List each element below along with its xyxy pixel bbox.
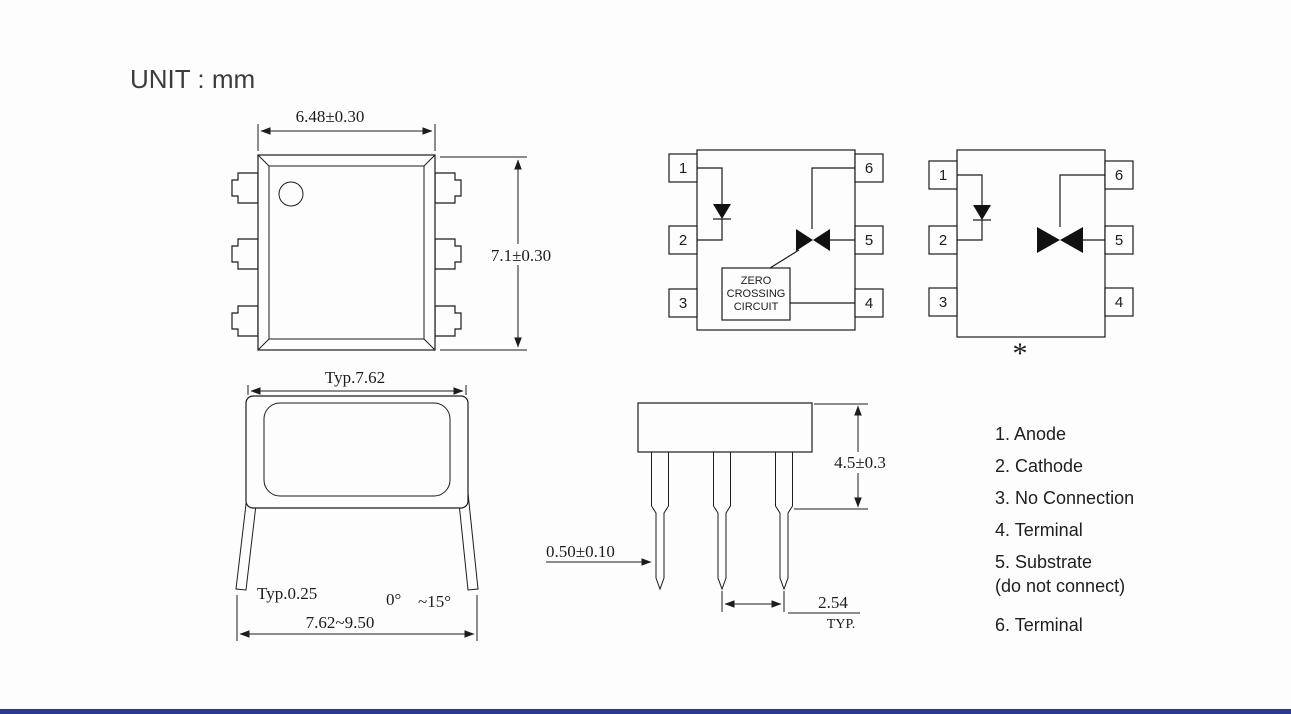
- circuit-diagram-zero-crossing: 1 2 3 6 5 4 ZERO CROSSING CIRCUIT: [668, 149, 884, 331]
- pin-lead: [231, 238, 259, 270]
- pin-function-list: 1. Anode 2. Cathode 3. No Connection 4. …: [995, 424, 1134, 635]
- led-diode-symbol: [973, 205, 991, 220]
- triac-symbol: [813, 229, 830, 251]
- triac-symbol: [1060, 227, 1083, 253]
- top-view-height-dimension: 7.1±0.30: [440, 156, 565, 351]
- pin-number: 6: [865, 160, 873, 177]
- package-body-side-inner: [263, 402, 451, 497]
- pin-number: 6: [1115, 167, 1123, 184]
- lead-pin: [775, 452, 793, 591]
- footnote-asterisk: *: [1013, 337, 1028, 370]
- footer-accent-bar: [0, 709, 1291, 714]
- dim-body-width: 6.48±0.30: [296, 107, 365, 126]
- pin-number: 4: [1115, 294, 1123, 311]
- pin-function-substrate: 5. Substrate: [995, 552, 1092, 572]
- dim-lead-thickness: Typ.0.25: [257, 584, 317, 603]
- package-body-inner: [268, 165, 425, 340]
- pin-function-terminal4: 4. Terminal: [995, 520, 1083, 540]
- dim-seating-height: 4.5±0.3: [834, 453, 886, 472]
- pin-number: 3: [939, 294, 947, 311]
- zero-crossing-text: CIRCUIT: [734, 301, 779, 313]
- pin1-indicator: [278, 181, 304, 207]
- pin-number: 1: [679, 160, 687, 177]
- package-body: [257, 154, 436, 351]
- lead-pin: [651, 452, 669, 591]
- dim-lead-angle-low: 0°: [386, 590, 401, 609]
- pin-function-nc: 3. No Connection: [995, 488, 1134, 508]
- triac-symbol: [1037, 227, 1060, 253]
- dim-lead-width: 0.50±0.10: [546, 542, 615, 561]
- side-view: Typ.7.62 7.62~9.50 Typ.0.25 0° ~15°: [235, 368, 479, 641]
- pin-function-substrate-note: (do not connect): [995, 576, 1125, 596]
- pin-function-terminal6: 6. Terminal: [995, 615, 1083, 635]
- lead-right: [452, 444, 479, 591]
- lead-left: [235, 444, 264, 591]
- pin-lead: [231, 172, 259, 204]
- zero-crossing-text: CROSSING: [727, 288, 786, 300]
- dim-body-height: 7.1±0.30: [491, 246, 551, 265]
- zero-crossing-text: ZERO: [741, 275, 772, 287]
- front-view: 4.5±0.3 0.50±0.10 2.54 TYP.: [546, 402, 892, 632]
- pin-number: 4: [865, 295, 873, 312]
- top-view: [231, 154, 462, 351]
- triac-symbol: [796, 229, 813, 251]
- pin-number: 2: [679, 232, 687, 249]
- package-body-front: [637, 402, 813, 453]
- package-body-side: [245, 395, 469, 509]
- pin-lead: [434, 172, 462, 204]
- led-diode-symbol: [713, 204, 731, 219]
- pin-number: 3: [679, 295, 687, 312]
- dim-lead-pitch-typ: TYP.: [827, 617, 855, 632]
- pin-number: 5: [1115, 232, 1123, 249]
- pin-function-cathode: 2. Cathode: [995, 456, 1083, 476]
- dim-lead-angle-high: ~15°: [418, 592, 451, 611]
- zero-crossing-box: [721, 267, 791, 321]
- pin-number: 2: [939, 232, 947, 249]
- pin-number: 5: [865, 232, 873, 249]
- pin-lead: [434, 305, 462, 337]
- pin-function-anode: 1. Anode: [995, 424, 1066, 444]
- pin-lead: [231, 305, 259, 337]
- dim-lead-span: 7.62~9.50: [306, 613, 375, 632]
- dim-lead-pitch: 2.54: [818, 593, 848, 612]
- dim-body-top-width: Typ.7.62: [325, 368, 385, 387]
- circuit-diagram-plain: 1 2 3 6 5 4 *: [928, 149, 1134, 370]
- pin-lead: [434, 238, 462, 270]
- pin-number: 1: [939, 167, 947, 184]
- lead-pin: [713, 452, 731, 591]
- unit-label: UNIT : mm: [130, 64, 255, 94]
- top-view-width-dimension: 6.48±0.30: [257, 107, 436, 151]
